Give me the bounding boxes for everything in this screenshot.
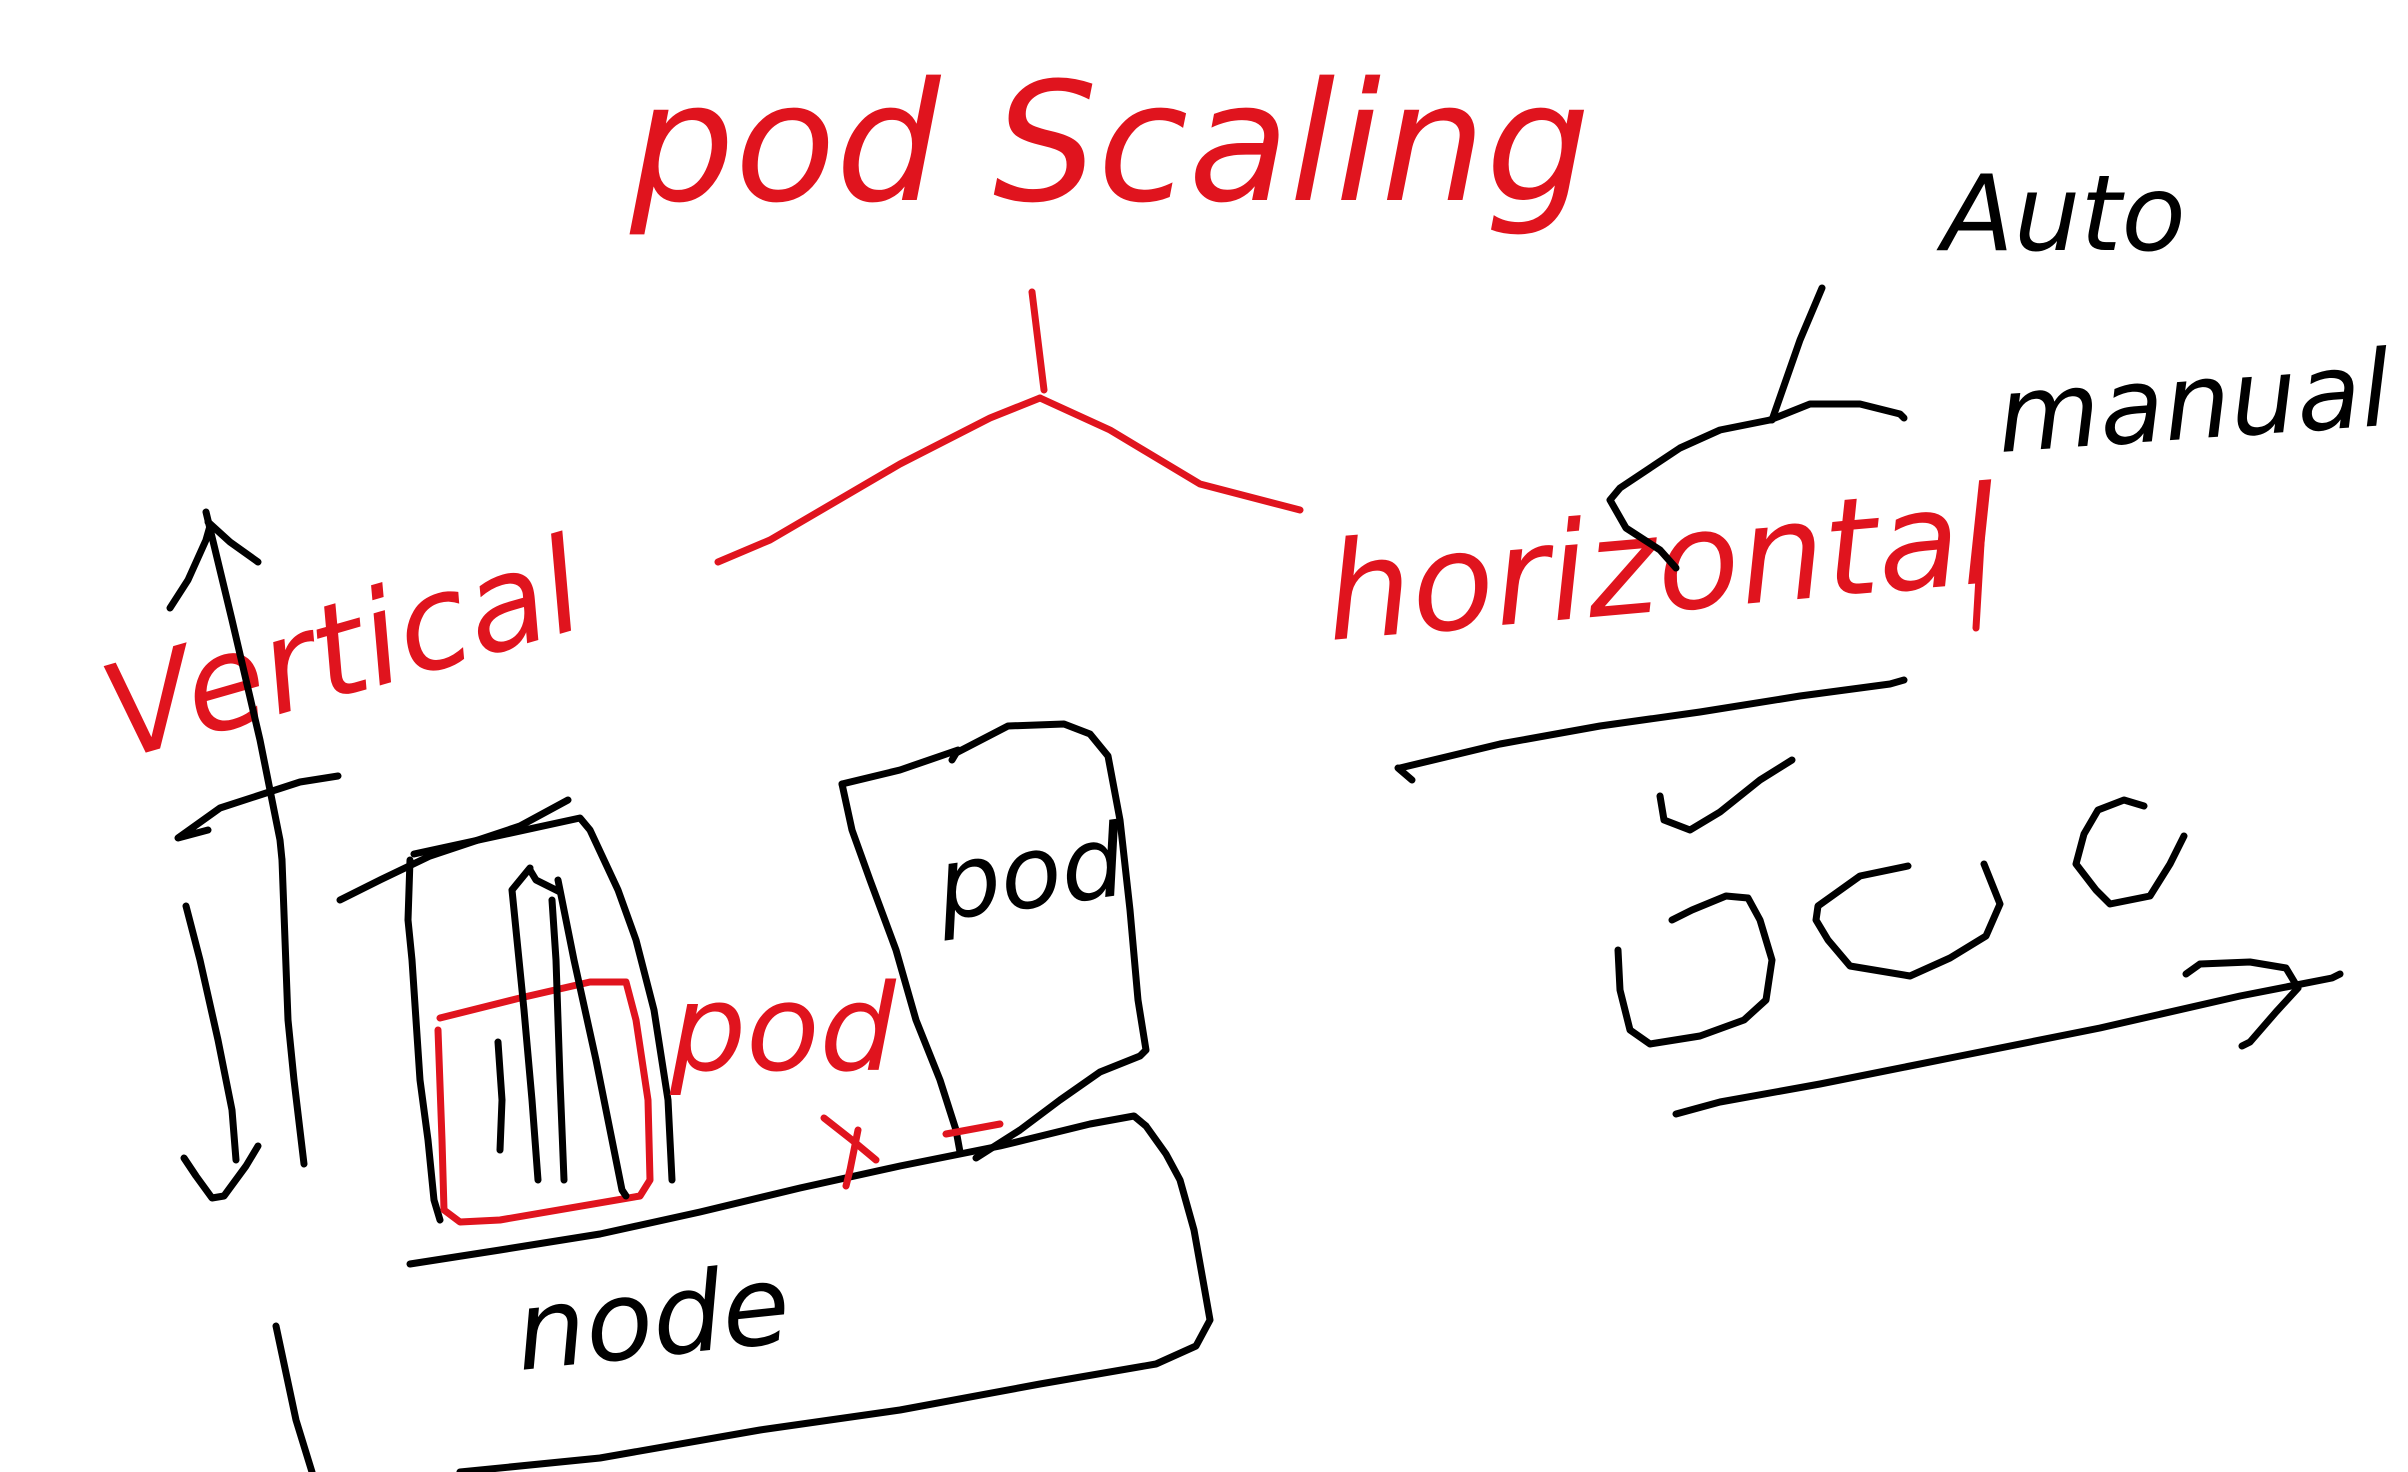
horizontal-label: horizontal xyxy=(1319,457,2003,672)
auto-manual-bracket xyxy=(1606,284,1908,572)
vertical-label: Vertical xyxy=(87,509,599,790)
replica-pod-1 xyxy=(1614,892,1776,1048)
horizontal-arrow xyxy=(1672,958,2344,1118)
manual-label: manual xyxy=(1993,328,2394,477)
pod-replicas xyxy=(1614,756,2188,1048)
title-label: pod Scaling xyxy=(629,47,1590,239)
pod-right-label: pod xyxy=(928,802,1132,944)
horizontal-label-underline xyxy=(1396,676,1908,772)
auto-label: Auto xyxy=(1936,153,2186,275)
replica-pod-3 xyxy=(2072,796,2188,908)
node-box xyxy=(272,1112,1214,1472)
growth-arrow xyxy=(508,864,630,1200)
pod-left-label: pod xyxy=(669,960,897,1099)
replica-pod-2 xyxy=(1812,860,2004,980)
node-cross-mark xyxy=(820,1114,1004,1190)
vertical-size-arrow xyxy=(180,902,262,1202)
horizontal-underline-start xyxy=(1394,764,1416,784)
vertical-label-underline xyxy=(174,772,342,1168)
node-label: node xyxy=(509,1240,795,1396)
tilted-pod xyxy=(838,720,1150,1162)
scaling-tree-connector xyxy=(714,288,1304,566)
horizontal-label-stroke xyxy=(1972,488,1988,632)
replica-checkmark xyxy=(1656,756,1796,834)
growing-pod-outline xyxy=(336,796,676,1226)
vertical-arrow xyxy=(166,508,286,864)
